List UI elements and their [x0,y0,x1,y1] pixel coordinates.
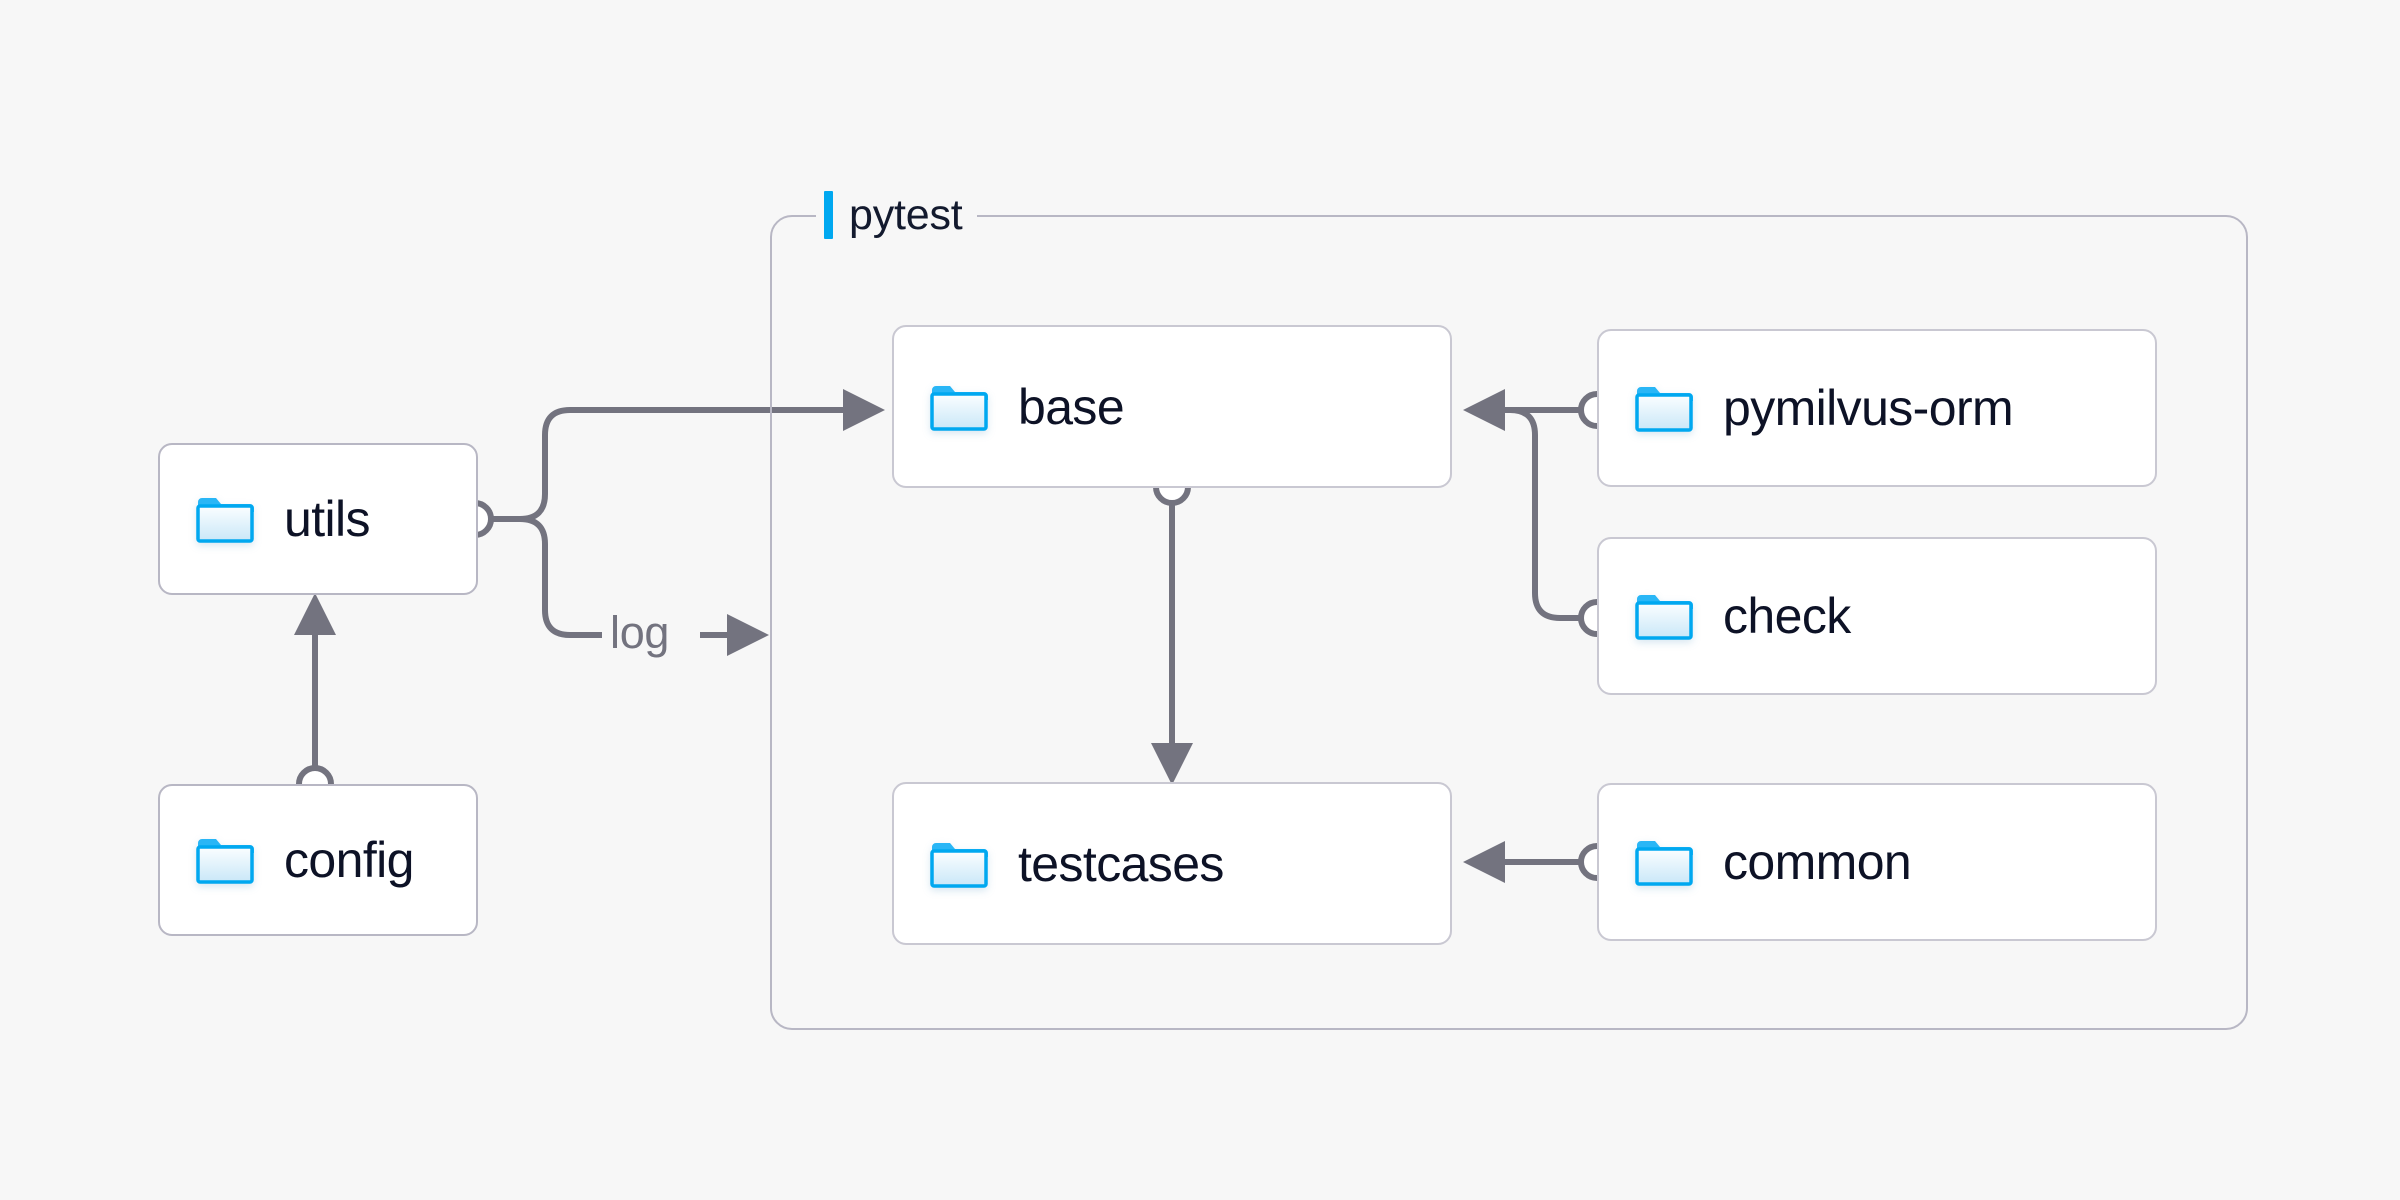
folder-icon [1635,383,1693,433]
group-title: pytest [849,190,963,239]
node-common[interactable]: common [1597,783,2157,941]
folder-icon [196,835,254,885]
node-label: check [1723,588,1851,644]
folder-icon [930,382,988,432]
node-label: base [1018,378,1125,435]
node-pymilvus-orm[interactable]: pymilvus-orm [1597,329,2157,487]
node-label: config [284,832,414,888]
node-label: testcases [1018,835,1224,892]
group-pytest-label: pytest [816,188,977,242]
group-accent-bar [824,191,833,239]
folder-icon [930,839,988,889]
node-base[interactable]: base [892,325,1452,488]
folder-icon [196,494,254,544]
node-testcases[interactable]: testcases [892,782,1452,945]
node-config[interactable]: config [158,784,478,936]
edge-label-log: log [602,607,678,659]
node-label: pymilvus-orm [1723,380,2014,436]
node-label: common [1723,834,1912,890]
edge-config-utils [294,593,336,803]
node-utils[interactable]: utils [158,443,478,595]
folder-icon [1635,591,1693,641]
folder-icon [1635,837,1693,887]
node-label: utils [284,491,371,547]
group-pytest[interactable] [770,215,2248,1030]
node-check[interactable]: check [1597,537,2157,695]
